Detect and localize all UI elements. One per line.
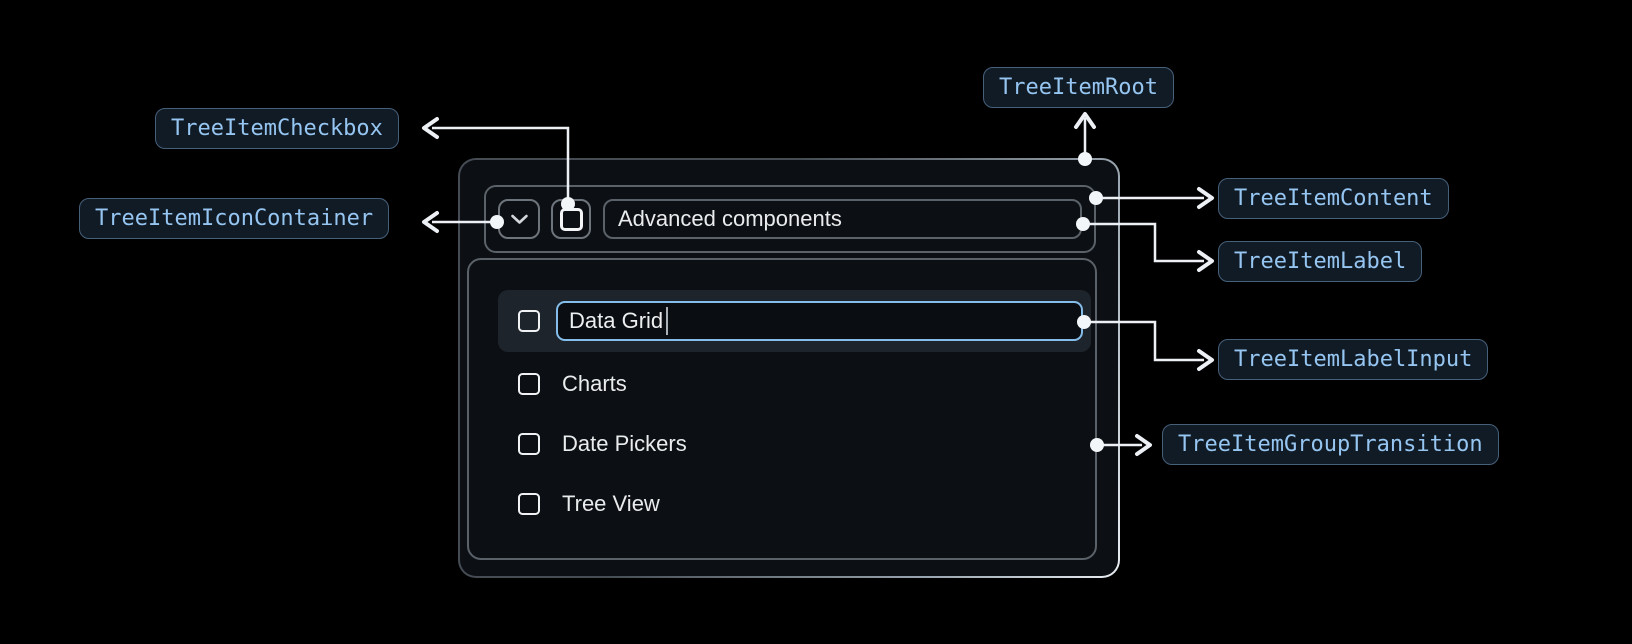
anatomy-badge-content: TreeItemContent	[1218, 178, 1449, 219]
tree-row[interactable]: Date Pickers	[498, 422, 1091, 466]
tree-item-label-input[interactable]: Data Grid	[556, 301, 1083, 341]
row-label-text: Charts	[562, 371, 627, 396]
chevron-down-icon	[510, 214, 528, 224]
row-checkbox-icon[interactable]	[518, 493, 540, 515]
row-checkbox-icon[interactable]	[518, 373, 540, 395]
parent-item-label-text: Advanced components	[618, 206, 842, 231]
checkbox-unchecked-icon	[559, 207, 583, 231]
label-input-value: Data Grid	[569, 308, 664, 333]
tree-row-editing[interactable]: Data Grid	[498, 290, 1091, 352]
row-label-text: Date Pickers	[562, 431, 687, 456]
tree-item-content[interactable]: Advanced components	[484, 185, 1096, 253]
tree-item-label[interactable]: Advanced components	[603, 199, 1082, 239]
tree-item-checkbox[interactable]	[551, 199, 591, 239]
tree-item-root: Advanced components Data Grid Charts	[458, 158, 1120, 578]
row-checkbox-icon[interactable]	[518, 433, 540, 455]
anatomy-badge-label-input: TreeItemLabelInput	[1218, 339, 1489, 380]
anatomy-badge-group-transition: TreeItemGroupTransition	[1162, 424, 1499, 465]
anatomy-badge-icon-container: TreeItemIconContainer	[79, 198, 390, 239]
text-caret	[666, 307, 669, 335]
anatomy-badge-root: TreeItemRoot	[983, 67, 1174, 108]
tree-item-root-inner: Advanced components Data Grid Charts	[460, 160, 1118, 576]
tree-row[interactable]: Tree View	[498, 482, 1091, 526]
tree-row[interactable]: Charts	[498, 362, 1091, 406]
row-checkbox-icon[interactable]	[518, 310, 540, 332]
tree-item-icon-container[interactable]	[498, 199, 540, 239]
tree-item-group-transition: Data Grid Charts Date Pickers Tree View	[467, 258, 1097, 560]
anatomy-badge-checkbox: TreeItemCheckbox	[155, 108, 399, 149]
row-label-text: Tree View	[562, 491, 660, 516]
anatomy-badge-label: TreeItemLabel	[1218, 241, 1423, 282]
